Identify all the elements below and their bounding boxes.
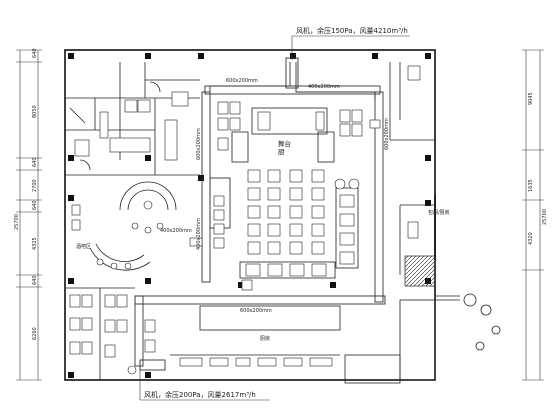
fan-top-label: 风机，余压150Pa，风量4210m³/h bbox=[296, 26, 408, 35]
central-dining: 舞台 厨 bbox=[213, 101, 363, 279]
dim-left-2: 8050 bbox=[32, 105, 38, 118]
stair-hatch bbox=[404, 255, 436, 287]
dim-left-1: 640 bbox=[32, 48, 38, 58]
dim-left-4: 2700 bbox=[32, 179, 38, 192]
fan-annotation-bottom: 风机，余压200Pa，风量2617m³/h bbox=[139, 368, 270, 401]
bar-label: 厨 bbox=[278, 148, 285, 156]
dim-left-total: 25700 bbox=[14, 214, 20, 230]
dim-right-total: 25700 bbox=[542, 209, 548, 225]
east-room-label: 包间/厨房 bbox=[428, 209, 450, 216]
bottom-room-label: 厨房 bbox=[260, 335, 270, 342]
duct-label-2: 400x200mm bbox=[308, 84, 340, 90]
lounge-label: 酒吧区 bbox=[76, 243, 91, 250]
dim-left-9: 6260 bbox=[32, 327, 38, 340]
duct-label-5: 400x200mm bbox=[196, 218, 202, 250]
dim-left-8: 640 bbox=[32, 275, 38, 285]
left-lounge: 酒吧区 bbox=[71, 181, 177, 271]
dim-left-3: 640 bbox=[32, 157, 38, 167]
east-side: 包间/厨房 bbox=[389, 62, 501, 351]
top-left-rooms bbox=[65, 62, 200, 176]
stage-label: 舞台 bbox=[278, 139, 291, 148]
left-dimension-chain: 640 8050 640 2700 640 25700 4325 640 626… bbox=[14, 48, 42, 381]
duct-label-1: 600x200mm bbox=[226, 78, 258, 84]
dim-left-6: 4325 bbox=[32, 237, 38, 250]
bottom-strip: 厨房 bbox=[170, 305, 341, 367]
duct-label-7: 600x200mm bbox=[384, 118, 390, 150]
dim-right-1: 9045 bbox=[528, 92, 534, 105]
duct-label-4: 400x200mm bbox=[160, 228, 192, 234]
ventilation-ducts bbox=[134, 57, 386, 371]
right-dimension-chain: 9045 1635 4320 25700 bbox=[522, 49, 548, 381]
duct-label-3: 600x200mm bbox=[196, 128, 202, 160]
fan-annotation-top: 风机，余压150Pa，风量4210m³/h bbox=[291, 26, 410, 60]
duct-size-labels: 600x200mm 400x200mm 600x200mm 400x200mm … bbox=[160, 78, 390, 314]
fan-bottom-label: 风机，余压200Pa，风量2617m³/h bbox=[144, 390, 256, 399]
dim-right-3: 4320 bbox=[528, 232, 534, 245]
table-grid bbox=[247, 169, 325, 255]
outer-walls bbox=[64, 49, 436, 384]
dim-right-2: 1635 bbox=[528, 179, 534, 192]
structural-columns bbox=[68, 53, 431, 378]
dim-left-5: 640 bbox=[32, 200, 38, 210]
bottom-left-rooms bbox=[65, 287, 156, 380]
duct-label-6: 600x200mm bbox=[240, 308, 272, 314]
